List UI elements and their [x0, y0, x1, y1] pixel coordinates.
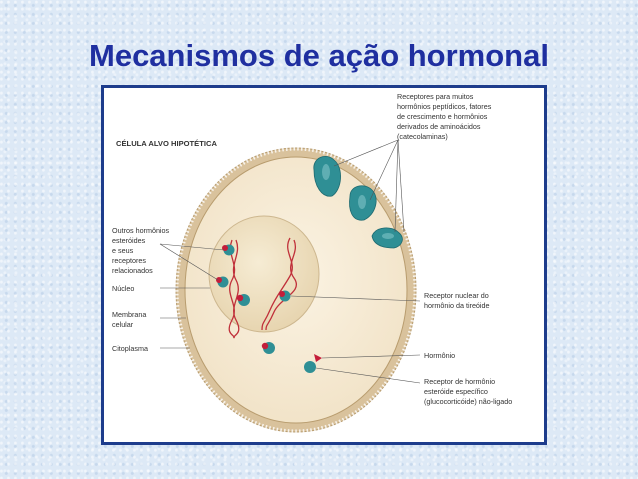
steroid-receptor-complex — [216, 244, 322, 373]
label-cytoplasm: Citoplasma — [112, 344, 148, 353]
label-steroid-receptor-unbound: Receptor de hormônio esteróide específic… — [424, 377, 512, 406]
label-steroid-receptors: Outros hormônios esteróides e seus recep… — [112, 226, 171, 275]
label-thyroid-receptor: Receptor nuclear do hormônio da tireóide — [424, 291, 491, 310]
label-membrane-receptors: Receptores para muitos hormônios peptídi… — [397, 92, 493, 141]
label-hormone: Hormônio — [424, 351, 455, 360]
nucleus — [208, 215, 320, 333]
diagram-heading: CÉLULA ALVO HIPOTÉTICA — [116, 139, 217, 148]
free-hormone — [314, 354, 322, 362]
slide-title: Mecanismos de ação hormonal — [89, 38, 549, 73]
dna-strand — [228, 239, 240, 339]
leader-lines — [159, 139, 421, 384]
label-membrane: Membrana celular — [112, 310, 148, 329]
membrane-receptor-highlight — [322, 164, 394, 239]
label-nucleus: Núcleo — [112, 284, 134, 293]
